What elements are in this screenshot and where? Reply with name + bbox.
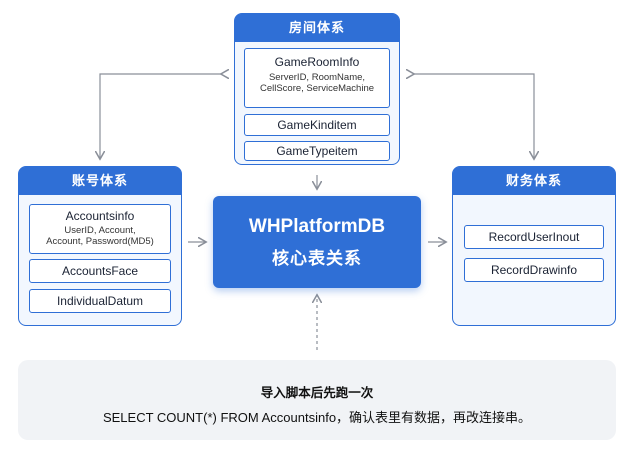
table-gameroominfo: GameRoomInfo ServerID, RoomName, CellSco… — [244, 48, 390, 108]
finance-panel: 财务体系 RecordUserInout RecordDrawinfo — [452, 166, 616, 326]
table-accountsinfo-fields-2: Account, Password(MD5) — [46, 236, 154, 247]
table-gameroominfo-name: GameRoomInfo — [274, 55, 360, 69]
arrow-room-account — [100, 74, 222, 158]
room-panel: 房间体系 GameRoomInfo ServerID, RoomName, Ce… — [234, 13, 400, 165]
table-accountsinfo-fields-1: UserID, Account, — [64, 225, 136, 236]
table-gametypeitem: GameTypeitem — [244, 141, 390, 161]
note-heading: 导入脚本后先跑一次 — [260, 386, 374, 400]
account-panel: 账号体系 Accountsinfo UserID, Account, Accou… — [18, 166, 182, 326]
table-gamekinditem: GameKinditem — [244, 114, 390, 136]
table-accountsface: AccountsFace — [29, 259, 171, 283]
note-box: 导入脚本后先跑一次 SELECT COUNT(*) FROM Accountsi… — [18, 360, 616, 440]
table-gameroominfo-fields-1: ServerID, RoomName, — [268, 72, 366, 83]
table-recorduserinout-name: RecordUserInout — [488, 230, 580, 244]
finance-panel-title: 财务体系 — [453, 167, 615, 195]
table-recorduserinout: RecordUserInout — [464, 225, 604, 249]
table-individualdatum: IndividualDatum — [29, 289, 171, 313]
table-accountsinfo-name: Accountsinfo — [65, 209, 135, 223]
table-gamekinditem-name: GameKinditem — [277, 118, 357, 132]
table-gameroominfo-fields-2: CellScore, ServiceMachine — [259, 83, 375, 94]
core-db-subtitle: 核心表关系 — [272, 249, 362, 268]
table-gametypeitem-name: GameTypeitem — [276, 144, 358, 158]
table-recorddrawinfo: RecordDrawinfo — [464, 258, 604, 282]
note-instruction: SELECT COUNT(*) FROM Accountsinfo，确认表里有数… — [102, 410, 532, 425]
core-db-name: WHPlatformDB — [248, 216, 386, 237]
account-panel-title: 账号体系 — [19, 167, 181, 195]
arrow-room-finance — [413, 74, 534, 158]
core-db-box: WHPlatformDB 核心表关系 — [213, 196, 421, 288]
table-recorddrawinfo-name: RecordDrawinfo — [490, 263, 578, 277]
table-accountsface-name: AccountsFace — [61, 264, 139, 278]
table-accountsinfo: Accountsinfo UserID, Account, Account, P… — [29, 204, 171, 254]
table-individualdatum-name: IndividualDatum — [56, 294, 144, 308]
room-panel-title: 房间体系 — [235, 14, 399, 42]
